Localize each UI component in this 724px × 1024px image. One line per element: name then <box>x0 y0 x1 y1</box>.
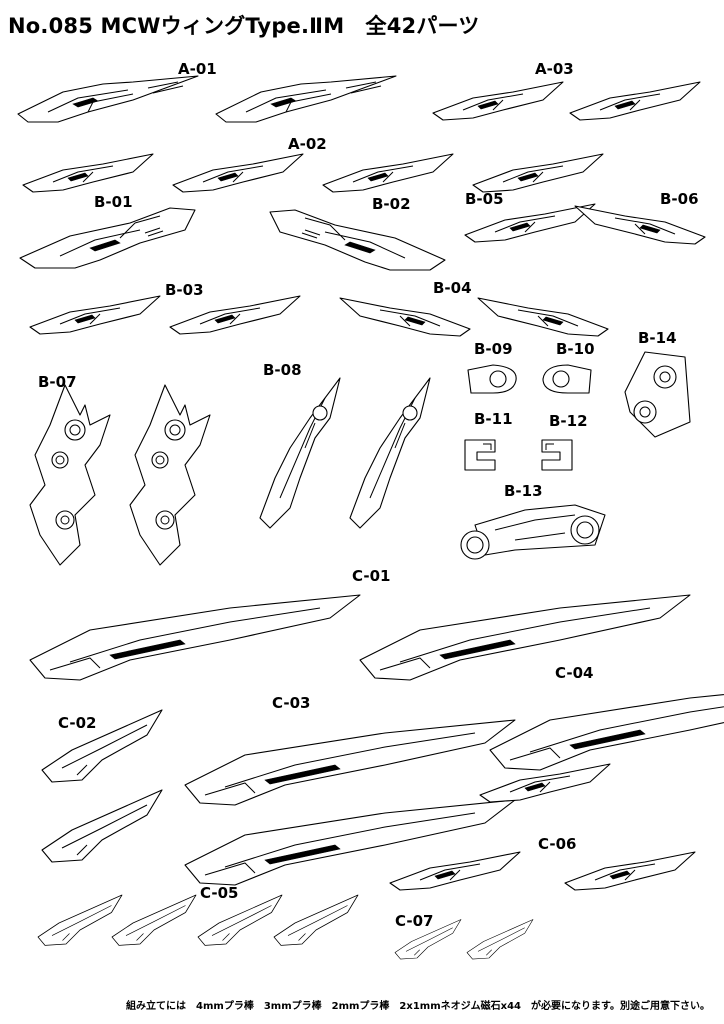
part-b09 <box>467 364 517 394</box>
label-b14: B-14 <box>638 329 677 347</box>
part-b01 <box>19 207 196 269</box>
label-c01: C-01 <box>352 567 391 585</box>
label-c02: C-02 <box>58 714 97 732</box>
label-a03: A-03 <box>535 60 574 78</box>
sheet-footer-note: 組み立てには 4mmプラ棒 3mmプラ棒 2mmプラ棒 2x1mmネオジム磁石x… <box>126 1001 710 1012</box>
part-a01-1 <box>17 75 199 123</box>
label-b03: B-03 <box>165 281 204 299</box>
part-c06-1 <box>389 851 521 891</box>
part-b03-1 <box>29 295 161 335</box>
part-b08-2 <box>349 377 431 529</box>
label-b05: B-05 <box>465 190 504 208</box>
part-a02-1 <box>22 153 154 193</box>
part-b07-1 <box>29 384 111 566</box>
part-b10 <box>542 364 592 394</box>
part-b13 <box>460 504 606 560</box>
label-b09: B-09 <box>474 340 513 358</box>
part-a03-2 <box>569 81 701 121</box>
part-c04-2 <box>479 763 611 803</box>
part-a02-4 <box>472 153 604 193</box>
part-b11 <box>464 439 496 471</box>
part-a02-3 <box>322 153 454 193</box>
label-b12: B-12 <box>549 412 588 430</box>
label-a01: A-01 <box>178 60 217 78</box>
part-a01-2 <box>215 75 397 123</box>
part-b03-2 <box>169 295 301 335</box>
label-b04: B-04 <box>433 279 472 297</box>
part-b08-1 <box>259 377 341 529</box>
label-b10: B-10 <box>556 340 595 358</box>
label-c05: C-05 <box>200 884 239 902</box>
part-b02 <box>269 209 446 271</box>
part-a02-2 <box>172 153 304 193</box>
part-c02-2 <box>41 789 163 863</box>
part-c01-1 <box>29 594 361 681</box>
part-b05 <box>464 203 596 243</box>
part-c01-2 <box>359 594 691 681</box>
part-b12 <box>541 439 573 471</box>
label-b13: B-13 <box>504 482 543 500</box>
label-b07: B-07 <box>38 373 77 391</box>
label-c07: C-07 <box>395 912 434 930</box>
part-b14 <box>624 351 691 438</box>
label-a02: A-02 <box>288 135 327 153</box>
part-b07-2 <box>129 384 211 566</box>
label-c03: C-03 <box>272 694 311 712</box>
label-b11: B-11 <box>474 410 513 428</box>
part-c06-2 <box>564 851 696 891</box>
part-a03-1 <box>432 81 564 121</box>
part-b04-1 <box>339 297 471 337</box>
part-c04-1 <box>489 684 724 771</box>
label-c06: C-06 <box>538 835 577 853</box>
label-b06: B-06 <box>660 190 699 208</box>
label-b08: B-08 <box>263 361 302 379</box>
part-b04-2 <box>477 297 609 337</box>
sheet-title: No.085 MCWウィングType.ⅡM 全42パーツ <box>8 14 480 38</box>
label-c04: C-04 <box>555 664 594 682</box>
part-b06 <box>574 205 706 245</box>
part-c03-1 <box>184 719 516 806</box>
label-b01: B-01 <box>94 193 133 211</box>
label-b02: B-02 <box>372 195 411 213</box>
part-c05-group <box>37 894 359 946</box>
